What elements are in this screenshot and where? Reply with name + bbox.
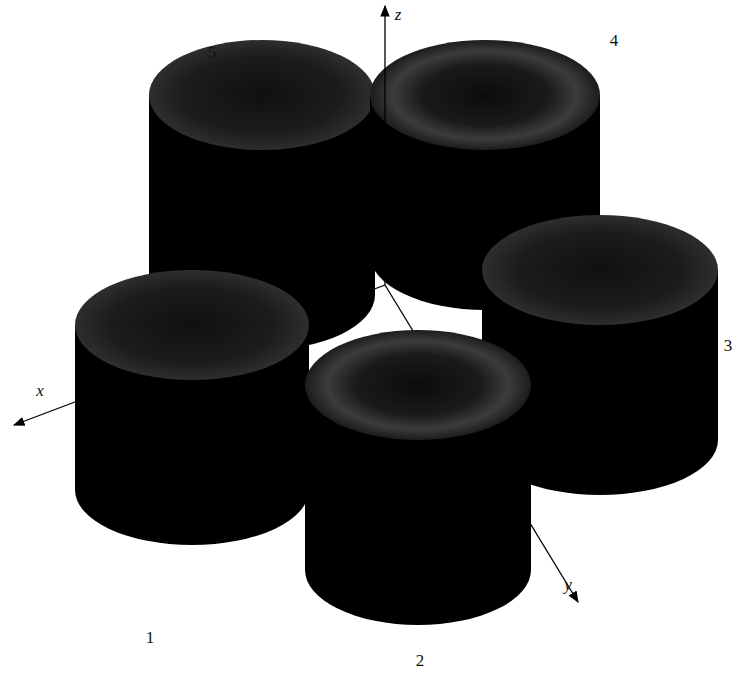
axis-label: z [395, 6, 402, 23]
cylinder-2 [305, 330, 531, 625]
callout-number: 2 [416, 652, 425, 669]
callout-number: 5 [208, 44, 217, 61]
callout-number: 3 [724, 337, 733, 354]
callout-number: 4 [610, 32, 619, 49]
axis-label: y [564, 576, 572, 593]
axis-label: x [36, 382, 44, 399]
callout-number: 1 [146, 629, 155, 646]
cylinder-1 [75, 270, 309, 545]
